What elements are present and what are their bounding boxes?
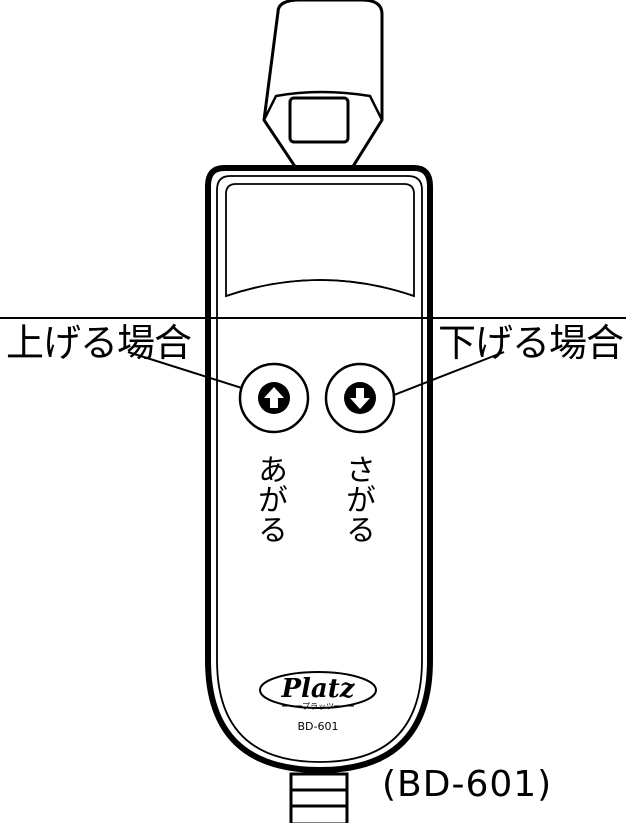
down-button-label: さがる	[340, 454, 375, 544]
arrow-up-icon	[264, 387, 284, 408]
remote-inner-outline	[216, 175, 423, 763]
label-lower-case: 下げる場合	[438, 321, 624, 365]
hanging-hook	[262, 0, 384, 170]
logo-subtext: プラッツ	[302, 702, 334, 711]
logo-text: Platz	[280, 674, 355, 704]
up-button[interactable]	[238, 362, 310, 434]
leader-line-down	[375, 351, 505, 403]
down-button[interactable]	[324, 362, 396, 434]
top-panel-curve	[225, 279, 415, 297]
platz-logo: Platz プラッツ	[259, 671, 377, 711]
up-button-label: あがる	[252, 454, 287, 544]
model-number-small: BD-601	[298, 720, 339, 733]
label-raise-case: 上げる場合	[6, 321, 192, 365]
arrow-down-icon	[350, 388, 370, 409]
cable	[289, 772, 349, 823]
model-caption: (BD-601)	[382, 764, 553, 805]
